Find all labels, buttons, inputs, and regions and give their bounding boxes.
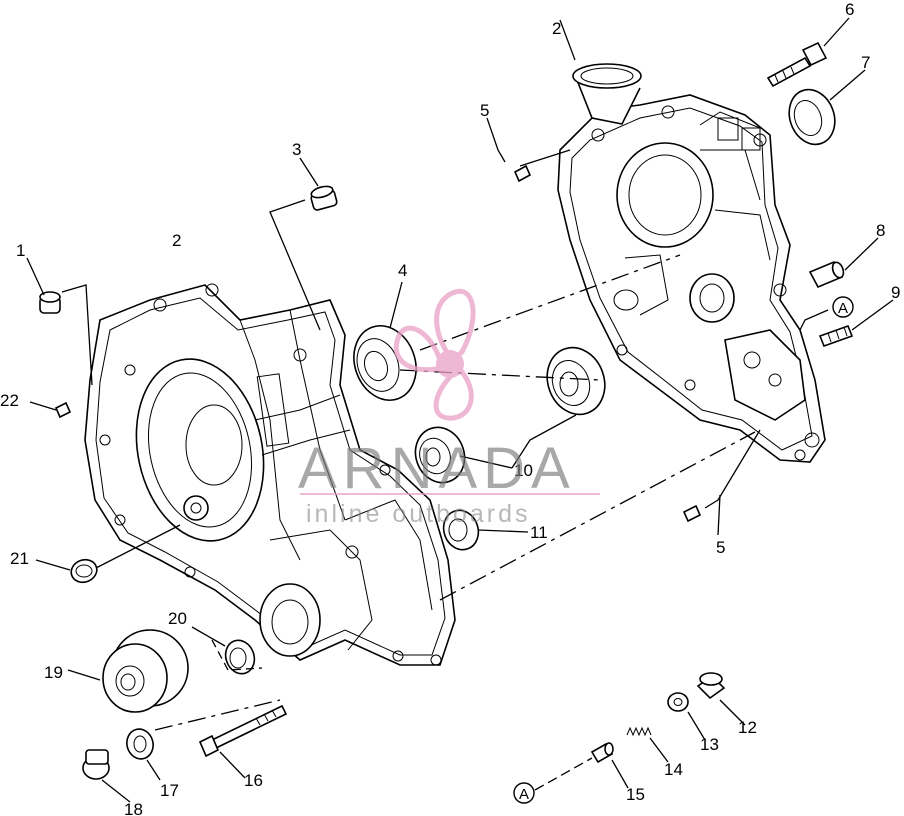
callout-2-left: 2 xyxy=(172,231,181,250)
callout-16: 16 xyxy=(244,771,263,790)
part-12-bolt xyxy=(696,672,726,700)
callout-7: 7 xyxy=(861,53,870,72)
part-20-seal xyxy=(224,639,256,675)
part-21-oring xyxy=(70,558,98,584)
callout-10: 10 xyxy=(514,461,533,480)
reference-mark-a-right: A xyxy=(832,296,854,318)
part-22-dowel xyxy=(54,401,72,419)
callout-5-bottom: 5 xyxy=(716,538,725,557)
part-1-bushing xyxy=(39,291,61,314)
part-18-plug xyxy=(82,749,110,780)
callout-1: 1 xyxy=(16,241,25,260)
part-16-bolt xyxy=(198,704,288,758)
part-7-seal xyxy=(788,88,836,146)
callout-17: 17 xyxy=(160,781,179,800)
callout-13: 13 xyxy=(700,735,719,754)
propeller-logo-icon xyxy=(393,288,476,421)
callout-4: 4 xyxy=(398,261,407,280)
part-5-dowel-top xyxy=(513,164,532,183)
part-3-bushing xyxy=(310,185,338,211)
callout-6: 6 xyxy=(845,0,854,19)
callout-12: 12 xyxy=(738,718,757,737)
reference-mark-a-right-label: A xyxy=(838,300,848,317)
part-19-pulley xyxy=(102,629,189,713)
right-crankcase xyxy=(557,63,826,463)
part-17-washer xyxy=(126,728,154,760)
part-6-bolt xyxy=(766,41,828,88)
callout-5-top: 5 xyxy=(480,101,489,120)
callout-11: 11 xyxy=(530,523,548,542)
part-14-spring xyxy=(626,726,652,737)
part-13-washer xyxy=(667,692,689,712)
callout-2-right: 2 xyxy=(552,19,561,38)
part-bearing-right xyxy=(546,346,606,416)
callout-8: 8 xyxy=(876,221,885,240)
part-11-seal xyxy=(442,509,480,551)
part-8-bushing xyxy=(808,260,845,289)
callout-9: 9 xyxy=(891,283,900,302)
watermark: ARNADA inline outboards xyxy=(298,288,600,528)
part-9-fitting xyxy=(818,324,854,348)
part-10-bearing xyxy=(414,426,466,484)
callout-22: 22 xyxy=(0,391,19,410)
callout-20: 20 xyxy=(168,609,187,628)
callout-14: 14 xyxy=(664,760,683,779)
callout-18: 18 xyxy=(124,800,143,816)
reference-mark-a-bottom-label: A xyxy=(519,786,529,803)
part-5-dowel-bottom xyxy=(682,504,702,523)
watermark-tagline: inline outboards xyxy=(306,500,531,528)
part-15-plunger xyxy=(590,742,614,764)
callout-21: 21 xyxy=(10,549,29,568)
callout-3: 3 xyxy=(292,140,301,159)
callout-19: 19 xyxy=(44,663,63,682)
watermark-brand: ARNADA xyxy=(298,436,576,501)
reference-mark-a-bottom: A xyxy=(513,782,535,804)
callout-15: 15 xyxy=(626,785,645,804)
leader-lines xyxy=(26,17,894,803)
left-crankcase xyxy=(84,283,456,666)
